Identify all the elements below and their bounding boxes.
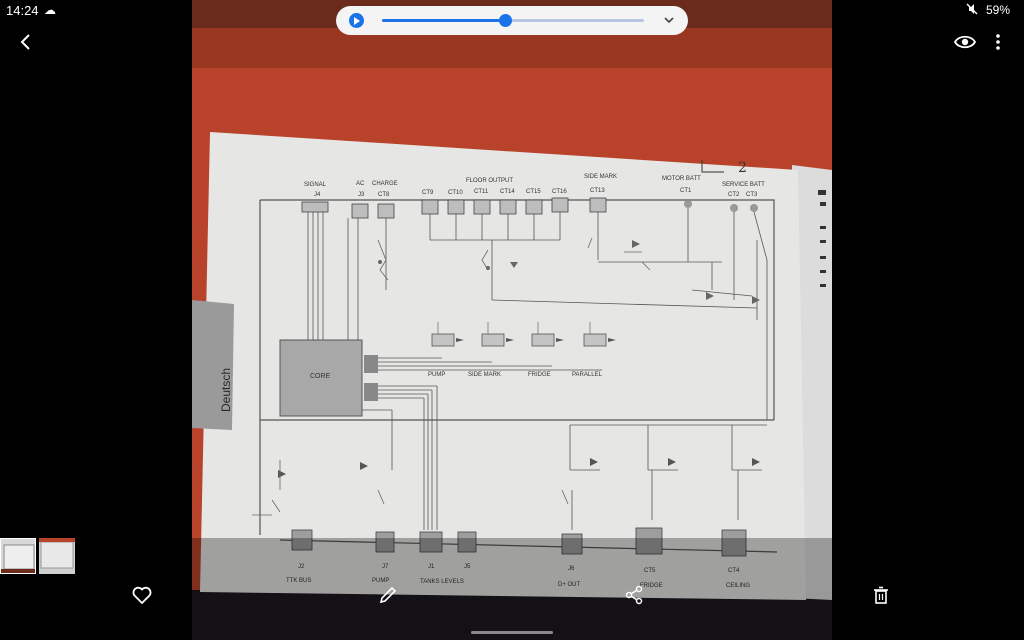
label-side-mark: SIDE MARK <box>584 174 617 180</box>
label-signal: SIGNAL <box>304 182 327 188</box>
label-j7: J7 <box>382 564 389 570</box>
label-parallel-mid: PARALLEL <box>572 372 603 378</box>
label-j4: J4 <box>314 192 321 198</box>
heart-icon[interactable] <box>131 584 153 606</box>
label-ct9: CT9 <box>422 190 434 196</box>
label-ttk-bus: TTK BUS <box>286 578 311 584</box>
label-ct8: CT8 <box>378 192 390 198</box>
photo-viewer[interactable]: Deutsch SIGNAL AC CHARGE FLOOR OUTPUT SI… <box>192 0 832 640</box>
label-fridge-bottom: FRIDGE <box>640 583 663 589</box>
label-ct3: CT3 <box>746 192 758 198</box>
label-tanks-levels: TANKS LEVELS <box>420 579 464 585</box>
label-j6: J6 <box>568 566 575 572</box>
label-ct13: CT13 <box>590 188 605 194</box>
thumbnail-next[interactable] <box>39 538 75 574</box>
wiring-diagram-photo: Deutsch SIGNAL AC CHARGE FLOOR OUTPUT SI… <box>192 0 832 640</box>
label-ct4: CT4 <box>728 568 740 574</box>
handwritten-note: 2 <box>738 160 747 176</box>
label-ct15: CT15 <box>526 189 541 195</box>
seek-fill <box>382 19 506 22</box>
media-player <box>336 6 688 35</box>
back-arrow-icon[interactable] <box>14 30 38 54</box>
edit-pencil-icon[interactable] <box>377 584 399 606</box>
eye-icon[interactable] <box>953 30 977 54</box>
status-bar: 14:24 ☁ 59% <box>0 0 1024 22</box>
label-ct14: CT14 <box>500 189 515 195</box>
thumbnail-image <box>1 539 35 573</box>
play-icon[interactable] <box>349 13 364 28</box>
label-j3: J3 <box>358 192 365 198</box>
cloud-icon: ☁ <box>44 3 56 17</box>
label-motor-batt: MOTOR BATT <box>662 176 701 182</box>
home-indicator <box>471 631 553 634</box>
label-ct16: CT16 <box>552 189 567 195</box>
label-j1: J1 <box>428 564 435 570</box>
label-d-out: D+ OUT <box>558 582 581 588</box>
label-service-batt: SERVICE BATT <box>722 182 765 188</box>
label-ct10: CT10 <box>448 190 463 196</box>
label-ct1: CT1 <box>680 188 692 194</box>
label-j5: J5 <box>464 564 471 570</box>
label-j2: J2 <box>298 564 305 570</box>
label-pump-mid: PUMP <box>428 372 445 378</box>
label-fridge-mid: FRIDGE <box>528 372 551 378</box>
more-vertical-icon[interactable] <box>986 30 1010 54</box>
label-ac: AC <box>356 181 365 187</box>
side-tab-label: Deutsch <box>219 368 233 412</box>
thumbnail-image <box>39 538 75 574</box>
label-ct5: CT5 <box>644 568 656 574</box>
seek-bar[interactable] <box>382 14 644 27</box>
core-label: CORE <box>310 373 331 380</box>
share-icon[interactable] <box>623 584 645 606</box>
label-ceiling: CEILING <box>726 583 750 589</box>
bottom-toolbar <box>0 538 1024 640</box>
battery-level: 59% <box>986 3 1011 17</box>
chevron-down-icon[interactable] <box>662 13 676 27</box>
seek-thumb[interactable] <box>499 14 513 27</box>
label-pump-bottom: PUMP <box>372 578 389 584</box>
label-ct11: CT11 <box>474 189 489 195</box>
label-floor-output: FLOOR OUTPUT <box>466 178 513 184</box>
trash-icon[interactable] <box>870 584 892 606</box>
label-charge: CHARGE <box>372 181 398 187</box>
mute-icon <box>966 3 978 15</box>
thumbnail-current[interactable] <box>0 538 36 574</box>
status-time: 14:24 <box>6 3 39 18</box>
label-side-mark-mid: SIDE MARK <box>468 372 501 378</box>
label-ct2: CT2 <box>728 192 740 198</box>
